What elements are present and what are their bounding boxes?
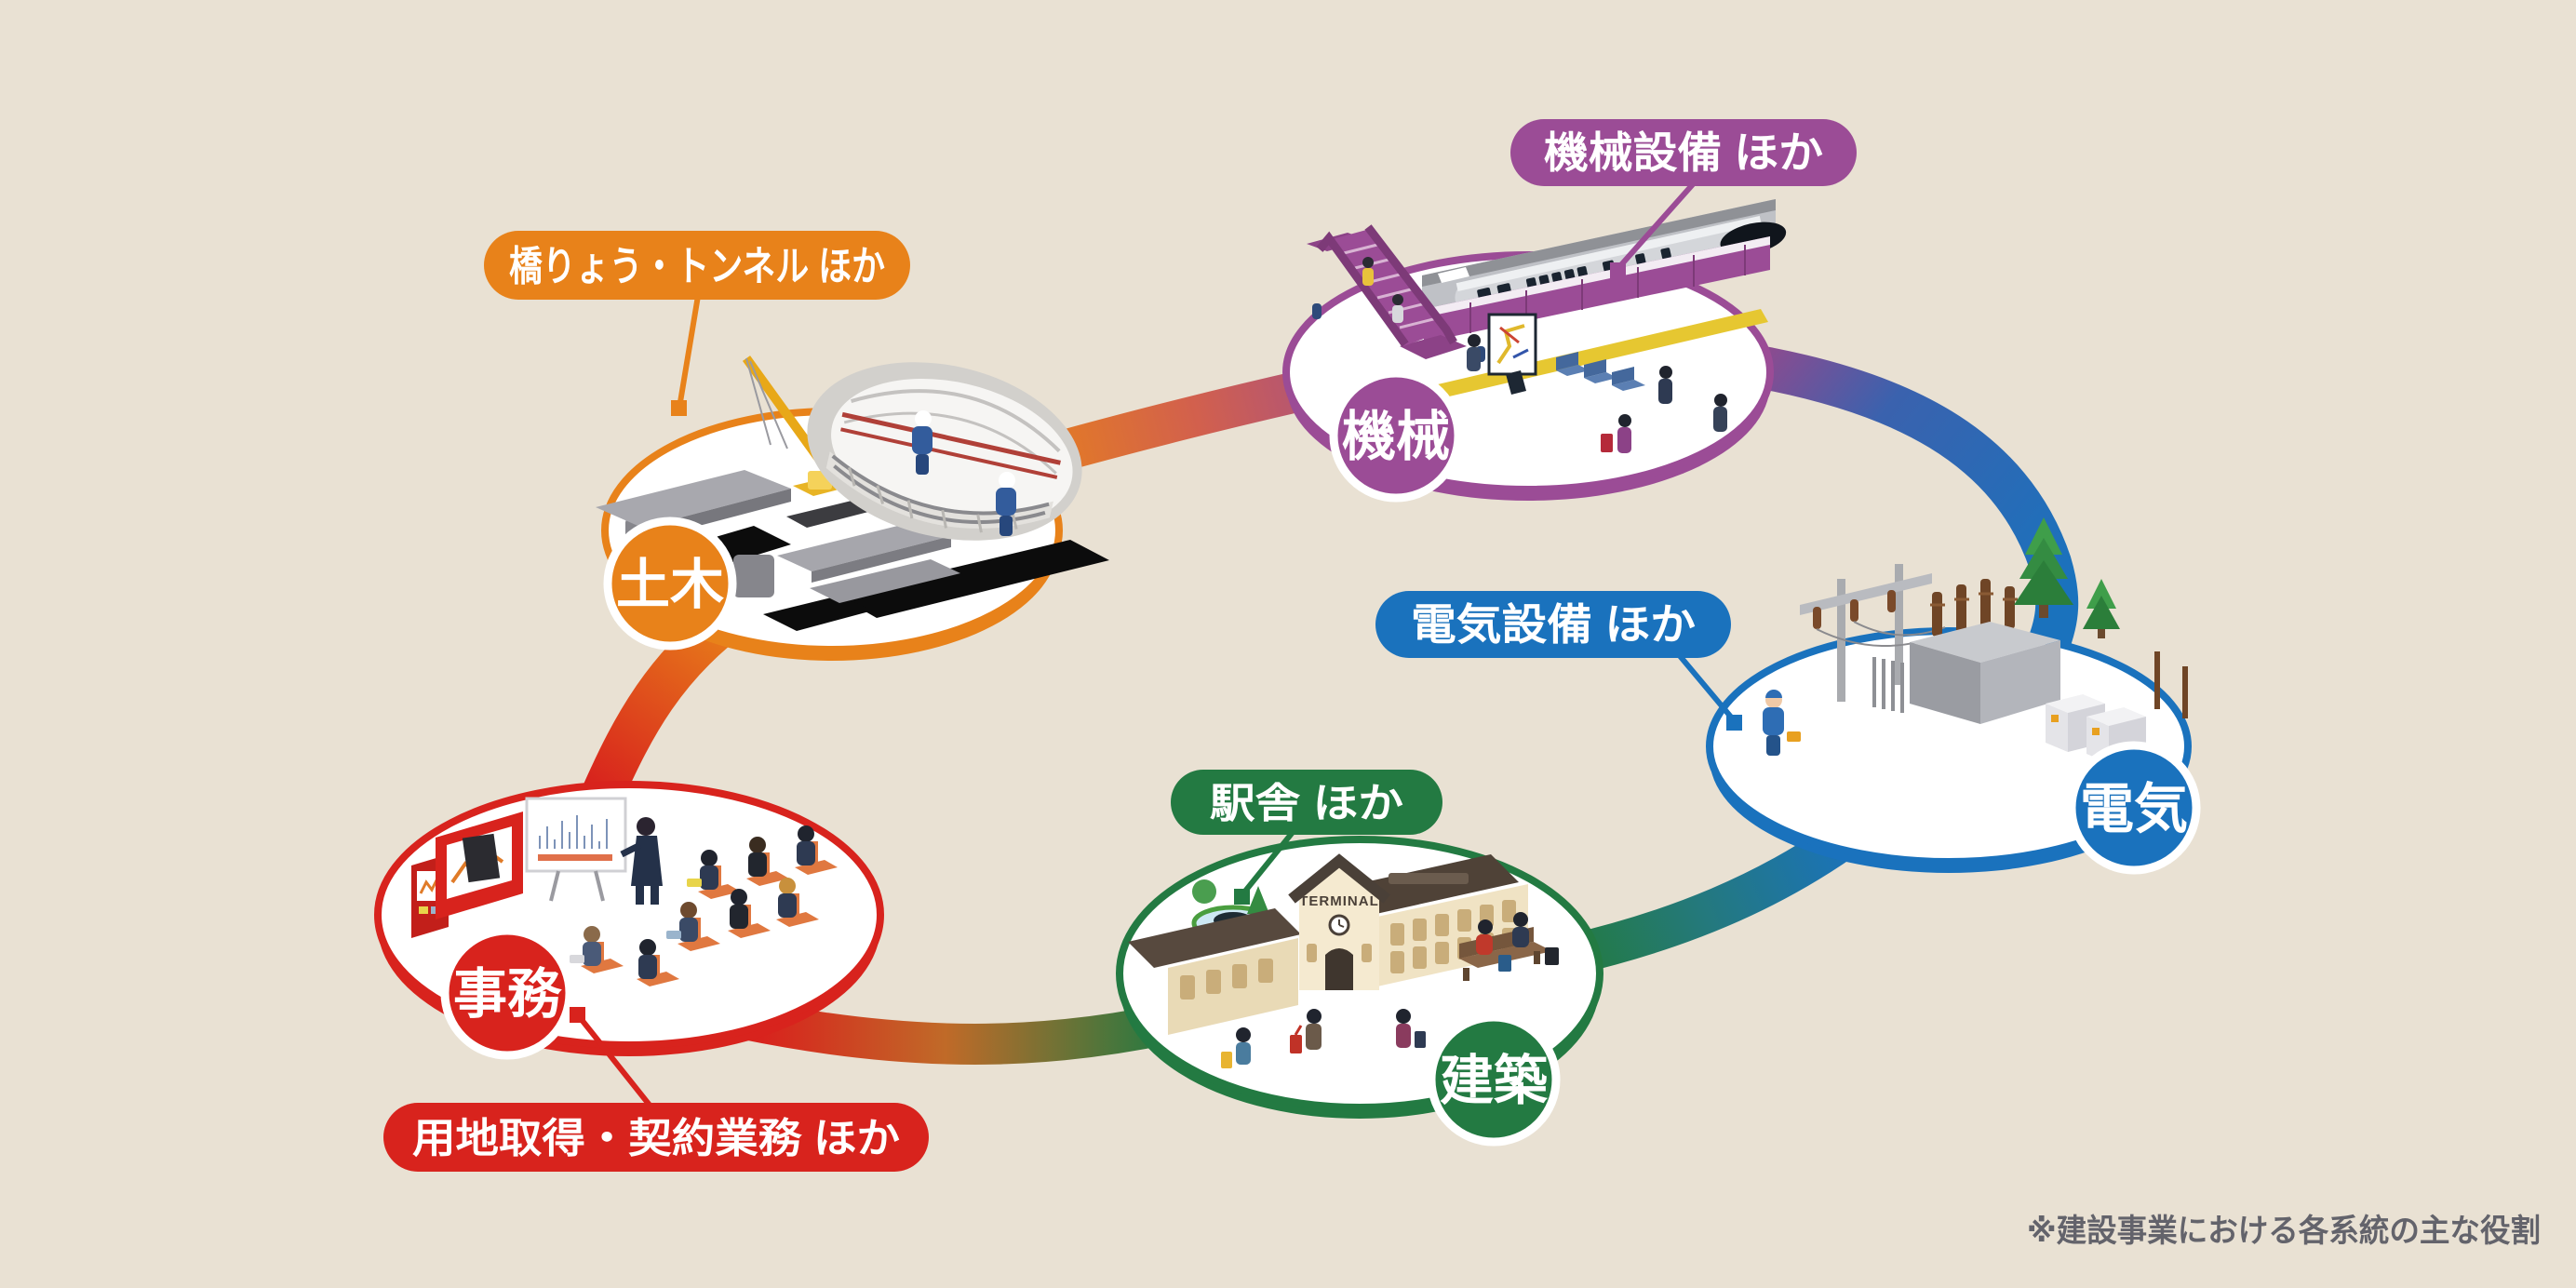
bench-passengers-icon [1459,912,1559,981]
badge-label-denki: 電気 [2080,779,2188,839]
badge-label-jimu: 事務 [453,964,562,1025]
audience-row [570,926,679,986]
tunnel-worker-icon [996,472,1016,536]
badge-label-kenchiku: 建築 [1440,1051,1549,1111]
leader-marker [570,1007,585,1023]
passenger-icon [1467,334,1727,453]
audience-row [666,878,819,951]
kenchiku-illustration: TERMINAL [1128,853,1559,1068]
pine-tree-icon [2014,517,2120,638]
callout-label-kenchiku: 駅舎 ほか [1210,781,1403,826]
callout-denki: 電気設備 ほか [1375,591,1742,731]
connection-bands [583,343,2079,1065]
leader-marker [1610,262,1626,278]
bush-icon [1192,879,1216,904]
band-kenchiku-jimu [740,999,1173,1065]
badge-doboku: 土木 [603,517,737,651]
tunnel-worker-icon [912,410,932,475]
tactile-strip [1394,309,1768,408]
bench-icon [1556,352,1645,391]
badge-label-kikai: 機械 [1342,407,1450,467]
badge-kenchiku: 建築 [1427,1013,1561,1147]
escalator-icon [1307,224,1485,362]
band-denki-kenchiku [1566,816,1864,975]
callout-kenchiku: 駅舎 ほか [1171,770,1442,905]
badge-label-doboku: 土木 [616,555,724,615]
callout-label-jimu: 用地取得・契約業務 ほか [412,1116,900,1161]
badge-jimu: 事務 [440,926,574,1060]
callout-label-doboku: 橋りょう・トンネル ほか [509,244,885,289]
footnote: ※建設事業における各系統の主な役割 [2027,1213,2541,1249]
callout-label-kikai: 機械設備 ほか [1544,128,1823,177]
electrician-icon [1763,690,1801,756]
callout-jimu: 用地取得・契約業務 ほか [383,1007,929,1172]
traveler-icon [1221,1009,1426,1068]
leader-marker [1726,715,1742,731]
callout-kikai: 機械設備 ほか [1510,119,1857,278]
callouts: 橋りょう・トンネル ほか 機械設備 ほか 電気設備 ほか 駅舎 ほか 用地取得・… [383,119,1857,1172]
station-sign: TERMINAL [1299,893,1379,909]
callout-doboku: 橋りょう・トンネル ほか [484,231,910,416]
whiteboard-icon [525,797,627,902]
jimu-illustration [411,797,838,986]
band-kikai-denki [1744,343,2079,655]
control-cabinet-icon [2046,694,2146,763]
leader-marker [1234,889,1250,905]
transformer-icon [1872,579,2060,724]
audience-icon [570,825,838,986]
trackbed-edge [1422,199,1776,287]
node-badges: 土木 機械 電気 建築 事務 [440,369,2201,1147]
pole-icon [2154,651,2188,718]
badge-kikai: 機械 [1329,369,1463,503]
kikai-illustration [1307,199,1787,453]
doboku-illustration [596,356,1109,631]
platform-stripe [1438,267,1469,283]
denki-illustration [1763,517,2188,763]
callout-label-denki: 電気設備 ほか [1411,600,1696,649]
station-building-icon: TERMINAL [1128,853,1528,1035]
badge-denki: 電気 [2067,741,2201,875]
display-board-icon [411,812,523,938]
presenter-icon [620,817,663,905]
route-map-sign-icon [1487,313,1537,395]
audience-row [687,825,838,899]
leader-marker [671,400,687,416]
